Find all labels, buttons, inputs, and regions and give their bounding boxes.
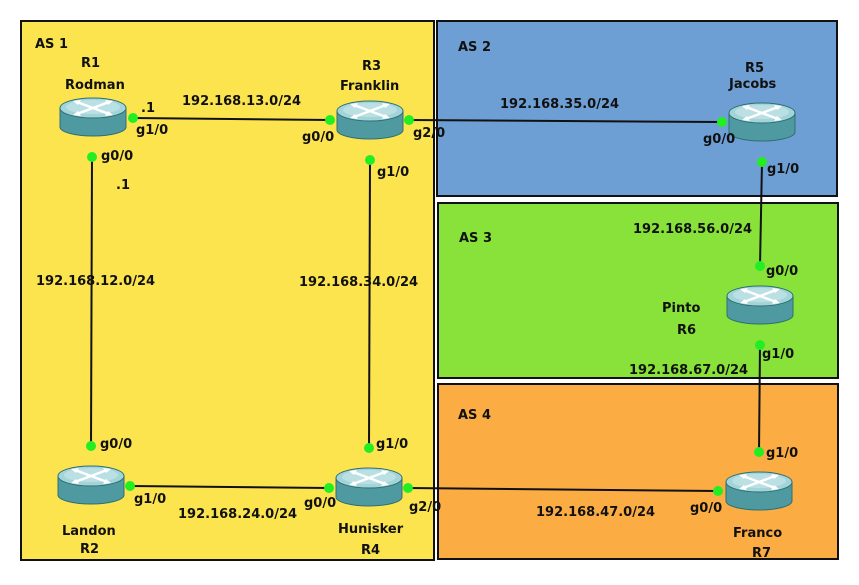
port-label-r4-g0-0: g0/0 xyxy=(304,496,336,511)
port-dot-r4-g1-0 xyxy=(364,443,374,453)
port-label-r7-g0-0: g0/0 xyxy=(690,501,722,516)
router-icon-r6[interactable] xyxy=(725,284,795,326)
router-id-r4: R4 xyxy=(361,543,380,558)
as2-label: AS 2 xyxy=(458,40,491,55)
port-label-r4-g1-0: g1/0 xyxy=(376,437,408,452)
port-label-r3-g1-0: g1/0 xyxy=(377,165,409,180)
subnet-label-r1-r2: 192.168.12.0/24 xyxy=(36,274,155,289)
router-name-r5: Jacobs xyxy=(728,77,777,92)
link-r6-r7 xyxy=(758,344,761,453)
subnet-label-r2-r4: 192.168.24.0/24 xyxy=(178,507,297,522)
port-label-r2-g0-0: g0/0 xyxy=(100,437,132,452)
port-dot-r7-g0-0 xyxy=(713,486,723,496)
link-r3-r5 xyxy=(408,119,723,123)
as4-label: AS 4 xyxy=(458,408,491,423)
port-label-r4-g2-0: g2/0 xyxy=(409,500,441,515)
port-dot-r3-g1-0 xyxy=(365,155,375,165)
host-label-r1-r2: .1 xyxy=(116,178,130,193)
router-id-r7: R7 xyxy=(752,546,771,561)
port-dot-r6-g0-0 xyxy=(755,261,765,271)
router-icon-r4[interactable] xyxy=(334,466,404,508)
router-icon-r7[interactable] xyxy=(724,470,794,512)
router-name-r2: Landon xyxy=(62,524,116,539)
subnet-label-r6-r7: 192.168.67.0/24 xyxy=(629,363,748,378)
as4-area xyxy=(437,383,839,560)
subnet-label-r5-r6: 192.168.56.0/24 xyxy=(633,222,752,237)
port-label-r3-g0-0: g0/0 xyxy=(302,130,334,145)
link-r4-r7 xyxy=(407,487,719,492)
router-id-r5: R5 xyxy=(745,61,764,76)
host-label-r1-r3: .1 xyxy=(141,101,155,116)
port-dot-r5-g0-0 xyxy=(717,117,727,127)
port-label-r5-g0-0: g0/0 xyxy=(703,132,735,147)
link-r5-r6 xyxy=(759,161,763,267)
port-label-r1-g0-0: g0/0 xyxy=(101,149,133,164)
port-dot-r3-g2-0 xyxy=(404,115,414,125)
port-dot-r6-g1-0 xyxy=(755,340,765,350)
subnet-label-r4-r7: 192.168.47.0/24 xyxy=(536,505,655,520)
port-dot-r1-g1-0 xyxy=(128,113,138,123)
router-name-r4: Hunisker xyxy=(338,522,404,537)
router-name-r3: Franklin xyxy=(340,79,399,94)
port-label-r5-g1-0: g1/0 xyxy=(767,162,799,177)
port-label-r6-g0-0: g0/0 xyxy=(766,264,798,279)
port-dot-r7-g1-0 xyxy=(754,447,764,457)
port-dot-r4-g2-0 xyxy=(403,483,413,493)
router-icon-r2[interactable] xyxy=(56,464,126,506)
link-r2-r4 xyxy=(129,485,330,489)
as1-label: AS 1 xyxy=(35,37,68,52)
port-label-r1-g1-0: g1/0 xyxy=(136,123,168,138)
router-icon-r5[interactable] xyxy=(727,101,797,143)
router-id-r1: R1 xyxy=(81,56,100,71)
port-dot-r5-g1-0 xyxy=(757,157,767,167)
port-dot-r4-g0-0 xyxy=(324,483,334,493)
as3-label: AS 3 xyxy=(459,231,492,246)
link-r1-r2 xyxy=(90,156,93,447)
port-dot-r2-g1-0 xyxy=(125,481,135,491)
port-dot-r3-g0-0 xyxy=(325,115,335,125)
router-name-r1: Rodman xyxy=(65,78,125,93)
link-r3-r4 xyxy=(368,159,371,449)
port-label-r2-g1-0: g1/0 xyxy=(134,492,166,507)
port-label-r3-g2-0: g2/0 xyxy=(413,126,445,141)
subnet-label-r1-r3: 192.168.13.0/24 xyxy=(182,94,301,109)
router-name-r7: Franco xyxy=(733,526,782,541)
router-name-r6: Pinto xyxy=(662,301,700,316)
port-dot-r1-g0-0 xyxy=(87,152,97,162)
router-id-r2: R2 xyxy=(80,542,99,557)
subnet-label-r3-r5: 192.168.35.0/24 xyxy=(500,97,619,112)
port-dot-r2-g0-0 xyxy=(86,441,96,451)
router-id-r6: R6 xyxy=(677,323,696,338)
router-id-r3: R3 xyxy=(362,59,381,74)
port-label-r6-g1-0: g1/0 xyxy=(762,347,794,362)
link-r1-r3 xyxy=(132,117,331,121)
subnet-label-r3-r4: 192.168.34.0/24 xyxy=(299,275,418,290)
router-icon-r1[interactable] xyxy=(58,96,128,138)
port-label-r7-g1-0: g1/0 xyxy=(766,446,798,461)
router-icon-r3[interactable] xyxy=(335,99,405,141)
